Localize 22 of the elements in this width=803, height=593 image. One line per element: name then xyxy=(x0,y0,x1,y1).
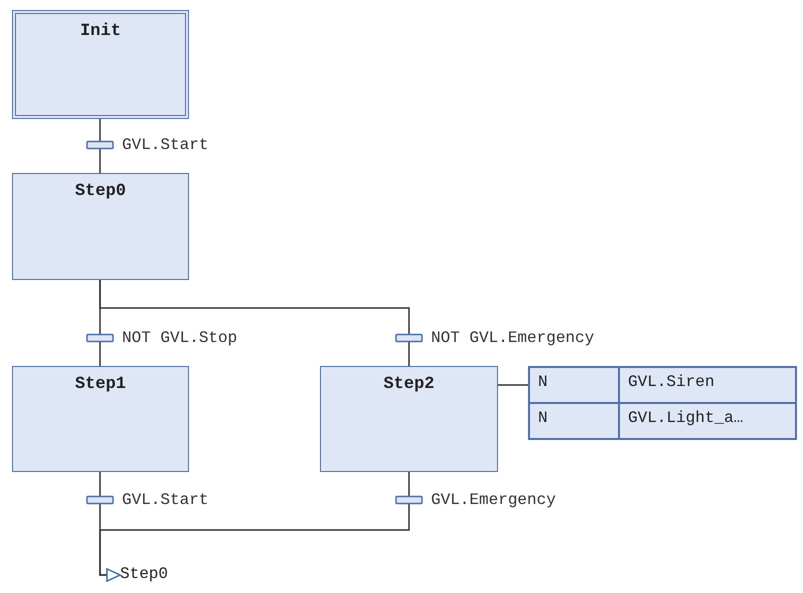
step-box xyxy=(12,366,189,472)
action-name: GVL.Siren xyxy=(619,367,796,403)
step-name: Step1 xyxy=(74,375,126,394)
transition-condition: NOT GVL.Emergency xyxy=(431,329,594,347)
action-qualifier: N xyxy=(529,403,619,439)
step-box xyxy=(12,173,189,280)
jump-arrow xyxy=(99,472,410,582)
transition-condition: GVL.Start xyxy=(122,136,208,154)
initial-step xyxy=(12,10,189,119)
step-name: Step2 xyxy=(383,375,434,394)
transition-condition: GVL.Emergency xyxy=(431,491,556,509)
step-box xyxy=(320,366,498,472)
connector-line xyxy=(99,280,410,366)
step-name: Step0 xyxy=(74,182,126,201)
jump-target: Step0 xyxy=(120,565,200,583)
action-name: GVL.Light_a… xyxy=(619,403,796,439)
action-qualifier: N xyxy=(529,367,619,403)
step-name: Init xyxy=(80,22,121,41)
transition-condition: NOT GVL.Stop xyxy=(122,329,238,347)
action-table xyxy=(528,366,797,440)
transition-condition: GVL.Start xyxy=(122,491,208,509)
connector-line xyxy=(498,384,528,386)
